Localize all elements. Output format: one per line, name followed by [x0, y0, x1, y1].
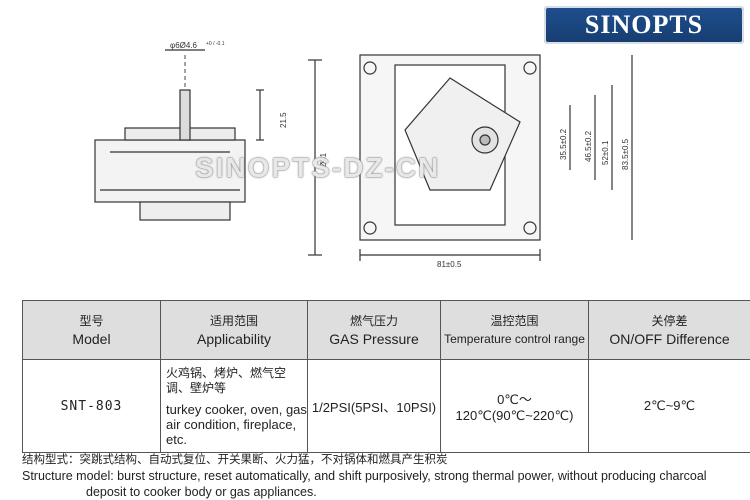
- dim-shaft: φ6Ø4.6: [170, 41, 198, 50]
- structure-notes: 结构型式：突跳式结构、自动式复位、开关果断、火力猛，不对锅体和燃具产生积炭 St…: [22, 452, 750, 500]
- header-gas-pressure-zh: 燃气压力: [349, 314, 398, 328]
- header-model-zh: 型号: [79, 314, 104, 328]
- watermark: SINOPTS-DZ-CN: [195, 152, 441, 183]
- cell-applicability: 火鸡锅、烤炉、燃气空调、壁炉等 turkey cooker, oven, gas…: [160, 359, 308, 453]
- structure-note-en-line1: Structure model: burst structure, reset …: [22, 469, 707, 483]
- structure-note-en-line2: deposit to cooker body or gas appliances…: [86, 485, 317, 499]
- front-view: [359, 54, 633, 261]
- dim-4: 83.5±0.5: [621, 138, 630, 170]
- header-temperature-range-zh: 温控范围: [490, 314, 539, 328]
- side-view: [94, 49, 322, 256]
- header-on-off-difference-en: ON/OFF Difference: [609, 331, 730, 347]
- header-on-off-difference: 关停差 ON/OFF Difference: [588, 300, 750, 360]
- header-model: 型号 Model: [22, 300, 161, 360]
- spec-header-row: 型号 Model 适用范围 Applicability 燃气压力 GAS Pre…: [22, 300, 750, 360]
- dim-2: 46.5±0.2: [584, 130, 593, 162]
- cell-gas-pressure: 1/2PSI(5PSI、10PSI): [307, 359, 441, 453]
- dim-shaft-tol: +0 / -0.1: [206, 41, 225, 47]
- cell-applicability-en: turkey cooker, oven, gas air condition, …: [166, 401, 307, 447]
- brand-logo-text: SINOPTS: [584, 10, 704, 39]
- structure-note-zh: 结构型式：突跳式结构、自动式复位、开关果断、火力猛，不对锅体和燃具产生积炭: [22, 454, 448, 466]
- dim-diameter: Ø31: [319, 152, 328, 168]
- dim-width: 81±0.5: [437, 260, 462, 269]
- spec-row: SNT-803 火鸡锅、烤炉、燃气空调、壁炉等 turkey cooker, o…: [22, 359, 750, 453]
- spec-table: 型号 Model 适用范围 Applicability 燃气压力 GAS Pre…: [22, 300, 750, 453]
- dim-height: 21.5: [279, 112, 288, 128]
- header-on-off-difference-zh: 关停差: [651, 314, 688, 328]
- header-gas-pressure: 燃气压力 GAS Pressure: [307, 300, 441, 360]
- cell-model: SNT-803: [22, 359, 161, 453]
- header-temperature-range-en: Temperature control range: [444, 332, 585, 346]
- brand-logo: SINOPTS: [544, 6, 744, 44]
- technical-drawing: φ6Ø4.6 +0 / -0.1 21.5 Ø31 81±0.5 35.5±0.…: [94, 41, 633, 269]
- header-gas-pressure-en: GAS Pressure: [329, 331, 419, 347]
- cell-on-off-difference: 2℃~9℃: [588, 359, 750, 453]
- header-temperature-range: 温控范围 Temperature control range: [440, 300, 589, 360]
- header-model-en: Model: [72, 331, 111, 347]
- header-applicability-en: Applicability: [197, 331, 271, 347]
- cell-applicability-zh: 火鸡锅、烤炉、燃气空调、壁炉等: [166, 365, 287, 395]
- dim-1: 35.5±0.2: [559, 128, 568, 160]
- cell-temperature-range: 0℃～120℃(90℃~220℃): [440, 359, 589, 453]
- header-applicability: 适用范围 Applicability: [160, 300, 308, 360]
- header-applicability-zh: 适用范围: [209, 314, 258, 328]
- dim-3: 52±0.1: [601, 140, 610, 165]
